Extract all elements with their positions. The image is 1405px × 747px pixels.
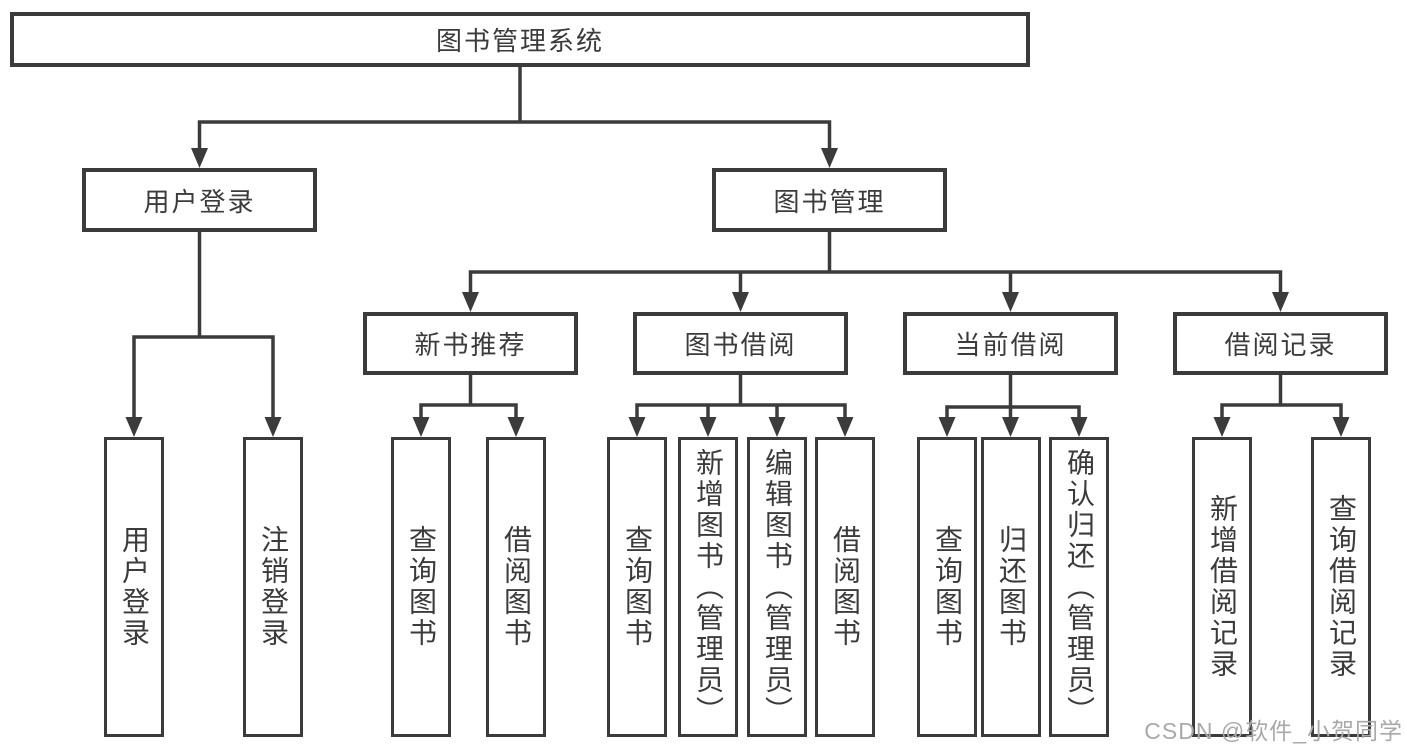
leaf-confirm-return-admin: 确认归还（管理员）: [1049, 437, 1109, 737]
node-user-login: 用户登录: [82, 168, 317, 232]
node-current-borrow: 当前借阅: [903, 312, 1118, 375]
leaf-return-books: 归还图书: [981, 437, 1041, 737]
leaf-query-borrow-record: 查询借阅记录: [1311, 437, 1371, 737]
leaf-borrow-query-books: 查询图书: [607, 437, 667, 737]
node-new-book-recommend: 新书推荐: [363, 312, 578, 375]
node-library-system: 图书管理系统: [10, 12, 1030, 67]
csdn-watermark: CSDN @软件_小贺同学: [1144, 718, 1403, 744]
leaf-logout: 注销登录: [243, 437, 303, 737]
node-book-management: 图书管理: [712, 168, 947, 232]
leaf-current-query-books: 查询图书: [917, 437, 977, 737]
node-book-borrow: 图书借阅: [633, 312, 848, 375]
leaf-user-login: 用户登录: [104, 437, 164, 737]
leaf-add-borrow-record: 新增借阅记录: [1192, 437, 1252, 737]
leaf-recommend-borrow-books: 借阅图书: [486, 437, 546, 737]
leaf-recommend-query-books: 查询图书: [391, 437, 451, 737]
leaf-edit-books-admin: 编辑图书（管理员）: [747, 437, 807, 737]
node-borrow-records: 借阅记录: [1173, 312, 1388, 375]
leaf-borrow-books: 借阅图书: [815, 437, 875, 737]
leaf-add-books-admin: 新增图书（管理员）: [678, 437, 738, 737]
